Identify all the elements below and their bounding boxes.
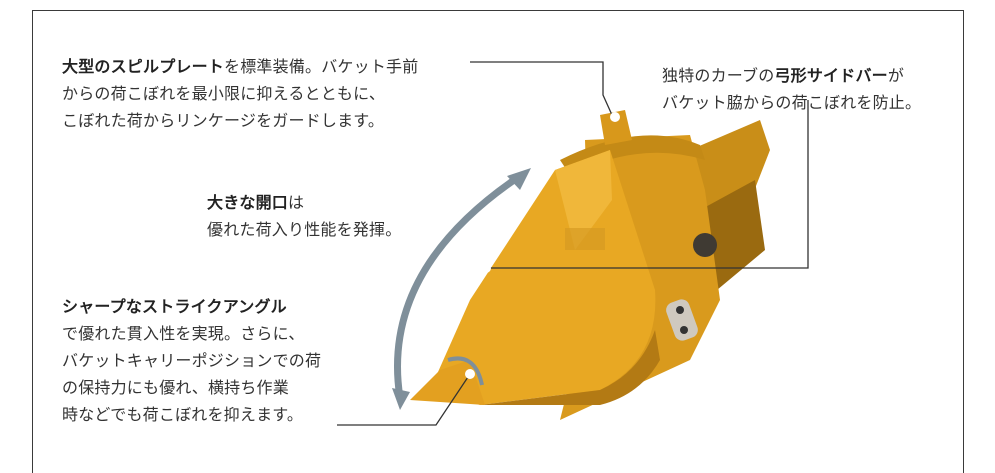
angle-text-3: バケットキャリーポジションでの荷 xyxy=(62,351,322,370)
leader-spill xyxy=(470,61,613,116)
opening-arrowhead-top xyxy=(507,168,531,190)
linkage-arm-dark xyxy=(700,180,765,300)
spill-plate-term: 大型のスピルプレート xyxy=(62,57,225,76)
hinge-plate xyxy=(666,299,698,341)
callout-spill-plate: 大型のスピルプレートを標準装備。バケット手前 からの荷こぼれを最小限に抑えるとと… xyxy=(62,53,462,134)
spill-text-2: からの荷こぼれを最小限に抑えるとともに、 xyxy=(62,84,386,103)
opening-arrowhead-bottom xyxy=(392,388,410,410)
side-text-2: バケット脇からの荷こぼれを防止。 xyxy=(662,93,922,112)
opening-text-2: 優れた荷入り性能を発揮。 xyxy=(207,220,402,239)
leader-angle xyxy=(337,373,471,426)
opening-text-post: は xyxy=(288,193,305,212)
angle-text-4: の保持力にも優れ、横持ち作業 xyxy=(62,378,289,397)
diagram-frame xyxy=(32,10,964,473)
bucket-bottom-shade xyxy=(480,330,660,405)
logo-plate xyxy=(565,228,605,250)
strike-angle-term: シャープなストライクアングル xyxy=(62,297,287,316)
marker-dot-spill xyxy=(610,112,620,122)
side-text-post: が xyxy=(887,66,905,85)
bolt-2 xyxy=(680,326,688,334)
bolt-1 xyxy=(676,306,684,314)
callout-side-bar: 独特のカーブの弓形サイドバーが バケット脇からの荷こぼれを防止。 xyxy=(662,62,962,116)
spill-plate xyxy=(600,110,632,145)
spill-text-1: を標準装備。バケット手前 xyxy=(224,57,419,76)
leader-side xyxy=(484,100,809,269)
bucket-side-shade xyxy=(555,150,612,250)
callout-strike-angle: シャープなストライクアングル で優れた貫入性を実現。さらに、 バケットキャリーポ… xyxy=(62,293,322,428)
side-text-pre: 独特のカーブの xyxy=(662,66,775,85)
side-bar xyxy=(560,135,705,175)
side-bar-term: 弓形サイドバー xyxy=(774,66,888,85)
marker-dot-angle xyxy=(465,369,475,379)
opening-term: 大きな開口 xyxy=(207,193,289,212)
marker-dot-side xyxy=(481,263,491,273)
spill-text-3: こぼれた荷からリンケージをガードします。 xyxy=(62,111,385,130)
strike-angle-arc xyxy=(447,356,484,386)
callout-large-opening: 大きな開口は 優れた荷入り性能を発揮。 xyxy=(207,189,437,243)
angle-text-2: で優れた貫入性を実現。さらに、 xyxy=(62,324,305,343)
angle-text-5: 時などでも荷こぼれを抑えます。 xyxy=(62,405,304,424)
pin-boss xyxy=(693,233,717,257)
opening-arrow-shaft xyxy=(394,172,524,402)
